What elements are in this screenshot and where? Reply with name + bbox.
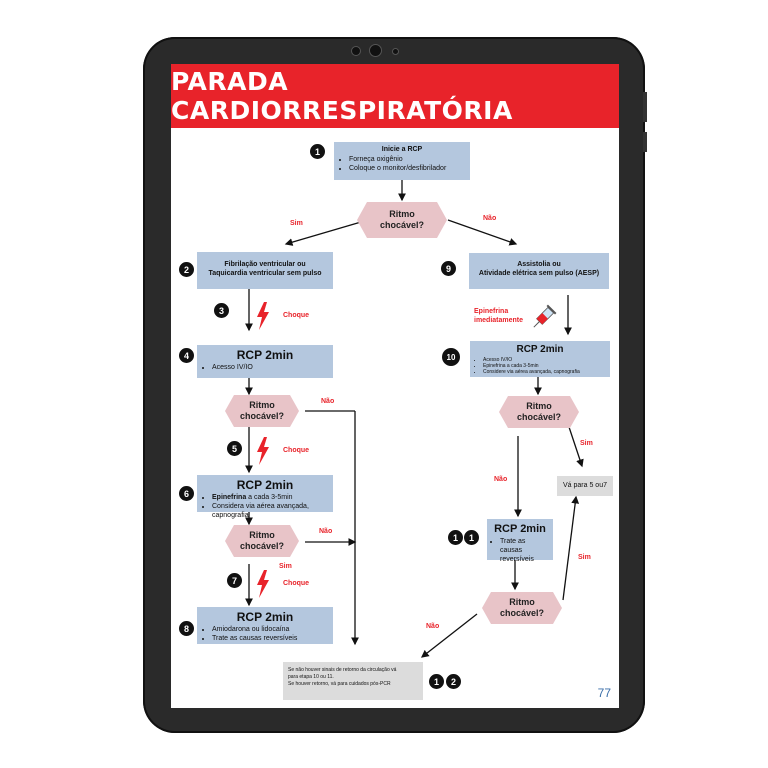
- step-number: 7: [227, 573, 242, 588]
- step-1-box: Inicie a RCP Forneça oxigênio Coloque o …: [334, 142, 470, 180]
- list-item: Coloque o monitor/desfibrilador: [349, 164, 465, 173]
- step-title: Fibrilação ventricular ou: [224, 261, 306, 268]
- shock-label: Choque: [283, 580, 310, 587]
- side-button: [643, 132, 647, 152]
- no-label: Não: [483, 215, 497, 222]
- step-number: 8: [179, 621, 194, 636]
- yes-label: Sim: [290, 220, 303, 227]
- flow-connectors: [245, 180, 584, 658]
- note-text: Se houver retorno, vá para cuidados pós-…: [288, 681, 391, 687]
- list-item: Amiodarona ou lidocaína: [212, 625, 328, 634]
- note-text: para etapa 10 ou 11.: [288, 674, 334, 680]
- decision-diamond: [225, 395, 299, 427]
- list-item: Trate as causas reversíveis: [212, 634, 328, 643]
- list-item: Epinefrina a cada 3-5min: [212, 493, 328, 502]
- step-number: 1: [464, 530, 479, 545]
- side-button: [643, 92, 647, 122]
- screen: PARADA CARDIORRESPIRATÓRIA: [171, 64, 619, 708]
- step-number: 10: [442, 348, 460, 366]
- step-12-box: Se não houver sinais de retorno da circu…: [283, 662, 423, 700]
- no-label: Não: [426, 623, 440, 630]
- list-item: Acesso IV/IO: [483, 357, 605, 363]
- decision-diamond: [225, 525, 299, 557]
- page-title: PARADA CARDIORRESPIRATÓRIA: [171, 64, 619, 128]
- yes-label: Sim: [580, 440, 593, 447]
- lightning-icon: [257, 302, 269, 330]
- step-number: 1: [448, 530, 463, 545]
- step-number: 3: [214, 303, 229, 318]
- decision-diamond: [499, 396, 579, 428]
- list-item: Epinefrina a cada 3-5min: [483, 363, 605, 369]
- step-6-box: RCP 2min Epinefrina a cada 3-5min Consid…: [197, 475, 333, 519]
- step-number: 2: [446, 674, 461, 689]
- step-number: 6: [179, 486, 194, 501]
- page-number: 77: [597, 686, 611, 700]
- syringe-icon: [533, 304, 557, 328]
- step-11-box: RCP 2min Trate as causas reversíveis: [487, 519, 553, 563]
- step-number: 1: [310, 144, 325, 159]
- camera-icon: [369, 44, 382, 57]
- no-label: Não: [319, 528, 333, 535]
- step-title: RCP 2min: [236, 610, 294, 624]
- goto-box: Vá para 5 ou7: [557, 476, 613, 496]
- yes-label: Sim: [578, 554, 591, 561]
- shock-label: Choque: [283, 447, 310, 454]
- decision-diamond: [357, 202, 447, 238]
- no-label: Não: [321, 398, 335, 405]
- no-label: Não: [494, 476, 508, 483]
- step-2-box: Fibrilação ventricular ou Taquicardia ve…: [197, 252, 333, 289]
- step-title: RCP 2min: [236, 478, 294, 492]
- list-item: Forneça oxigênio: [349, 155, 465, 164]
- shock-label: Choque: [283, 312, 310, 319]
- step-number: 2: [179, 262, 194, 277]
- step-title: RCP 2min: [494, 523, 546, 535]
- yes-label: Sim: [279, 563, 292, 570]
- step-10-box: RCP 2min Acesso IV/IO Epinefrina a cada …: [470, 341, 610, 377]
- lightning-icon: [257, 437, 269, 465]
- sensor-icon: [351, 46, 361, 56]
- step-title: Atividade elétrica sem pulso (AESP): [478, 270, 600, 277]
- list-item: Acesso IV/IO: [212, 363, 328, 372]
- step-number: 4: [179, 348, 194, 363]
- step-number: 9: [441, 261, 456, 276]
- step-title: RCP 2min: [236, 348, 294, 362]
- step-number: 1: [429, 674, 444, 689]
- decision-diamond: [482, 592, 562, 624]
- list-item: Considere via aérea avançada, capnografi…: [483, 369, 605, 375]
- step-number: 5: [227, 441, 242, 456]
- lightning-icon: [257, 570, 269, 598]
- step-8-box: RCP 2min Amiodarona ou lidocaína Trate a…: [197, 607, 333, 644]
- step-title: Taquicardia ventricular sem pulso: [208, 270, 322, 277]
- step-title: Inicie a RCP: [381, 146, 423, 153]
- step-9-box: Assistolia ou Atividade elétrica sem pul…: [469, 253, 609, 289]
- sensor-icon: [392, 48, 399, 55]
- step-4-box: RCP 2min Acesso IV/IO: [197, 345, 333, 378]
- step-title: Assistolia ou: [517, 261, 561, 268]
- note-text: Se não houver sinais de retorno da circu…: [288, 667, 397, 673]
- step-title: RCP 2min: [516, 344, 564, 355]
- list-item: Considera via aérea avançada, capnografi…: [212, 502, 328, 520]
- list-item: Trate as causas reversíveis: [500, 537, 548, 564]
